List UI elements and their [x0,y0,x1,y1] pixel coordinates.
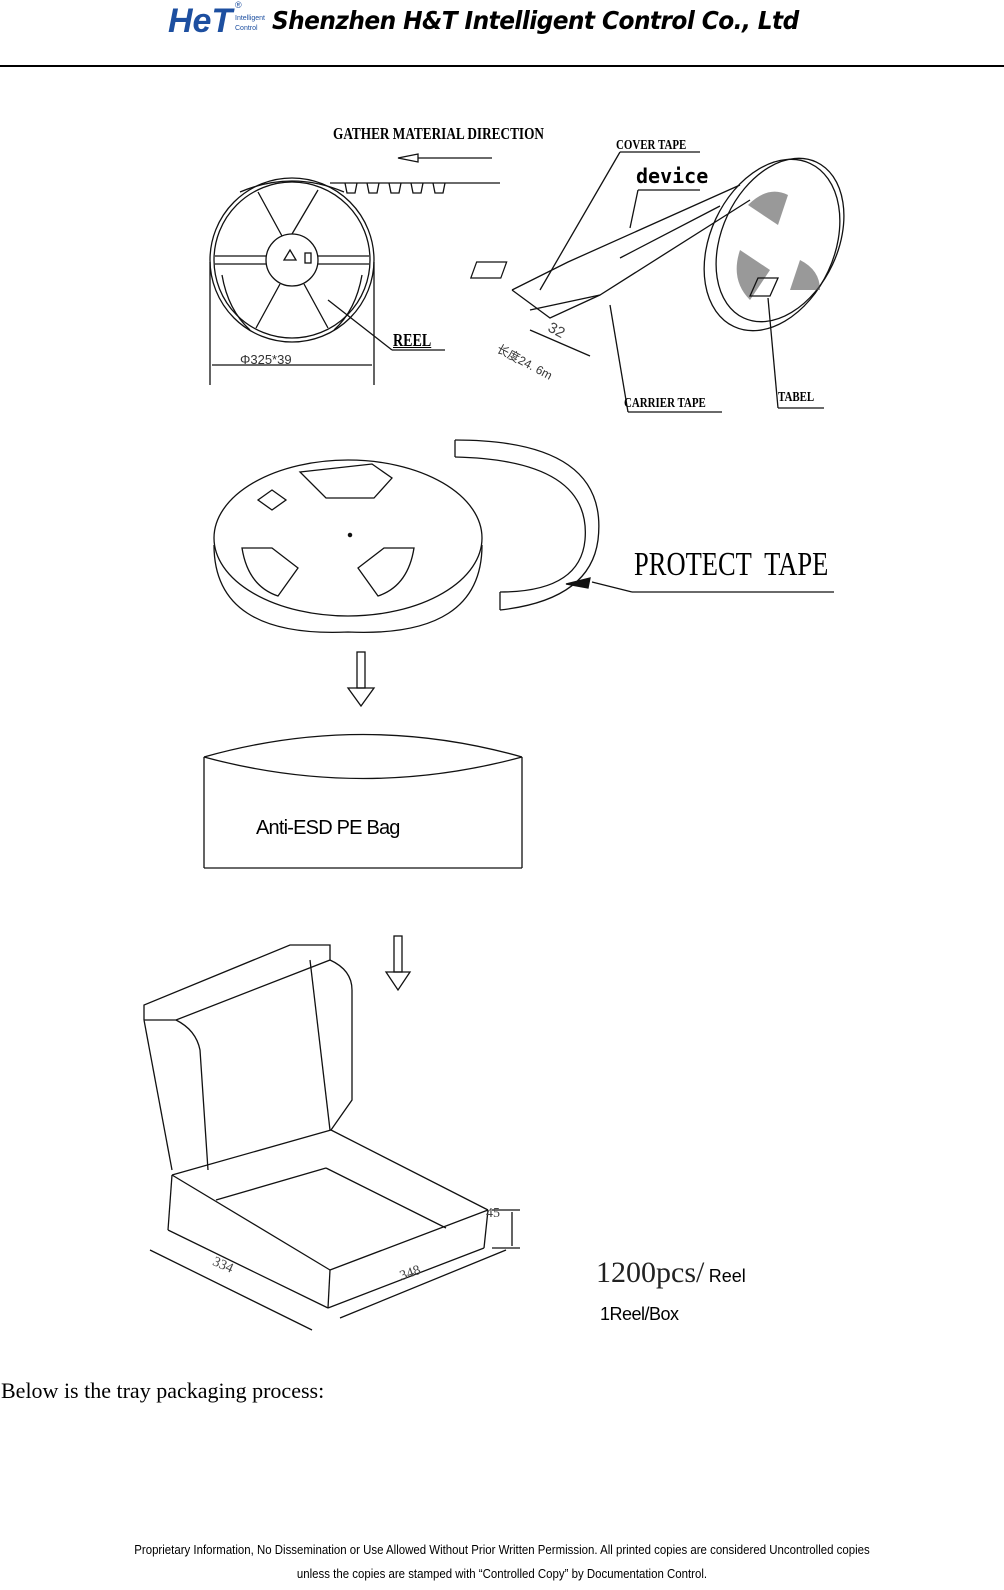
carrier-tape-label: CARRIER TAPE [624,396,706,411]
body-paragraph: Below is the tray packaging process: [1,1378,325,1403]
arrow-down-icon [384,935,412,992]
page-header: HeT ® Intelligent Control Shenzhen H&T I… [0,0,1004,68]
quantity-per-reel: 1200pcs/ Reel [596,1256,746,1290]
logo-mark: HeT [168,2,235,40]
company-name: Shenzhen H&T Intelligent Control Co., Lt… [272,6,799,35]
reel-per-box: 1Reel/Box [600,1304,679,1324]
carrier-tape-reel-drawing [469,151,845,413]
protect-tape-drawing [213,439,834,634]
quantity-unit: Reel [708,1266,746,1286]
footer-line-1: Proprietary Information, No Disseminatio… [134,1542,870,1557]
quantity-number: 1200pcs/ [596,1256,705,1289]
shipping-box-drawing [143,944,520,1331]
gather-direction-label: GATHER MATERIAL DIRECTION [333,124,544,143]
bag-label: Anti-ESD PE Bag [256,817,400,839]
protect-tape-label: PROTECT TAPE [634,546,829,583]
tag-label: TABEL [778,390,815,405]
header-divider [0,65,1004,67]
footer-line-2: unless the copies are stamped with “Cont… [296,1566,708,1581]
reel-dimension-label: Φ325*39 [240,352,292,367]
page-footer: Proprietary Information, No Disseminatio… [0,1538,1004,1586]
logo-subtext-1: Intelligent [235,15,265,22]
reel-front-drawing [209,153,500,385]
registered-mark: ® [235,0,242,10]
esd-bag-drawing [203,733,523,869]
cover-tape-label: COVER TAPE [616,138,687,153]
reel-label: REEL [393,330,432,350]
device-label: device [636,164,709,188]
box-height-dim: 45 [486,1206,500,1221]
arrow-down-icon [346,651,376,708]
logo-subtext-2: Control [235,25,258,32]
company-logo: HeT ® Intelligent Control [168,0,272,40]
